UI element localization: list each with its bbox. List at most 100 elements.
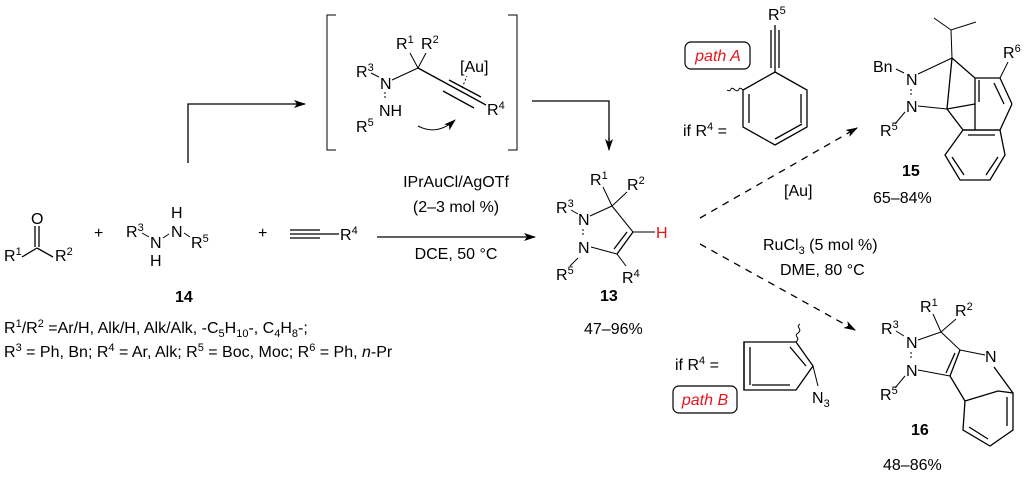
if-r4-text: if R4 = <box>675 355 719 374</box>
bond <box>950 29 953 59</box>
arrow-head <box>845 127 858 137</box>
solvent-temperature: DCE, 50 °C <box>415 246 498 263</box>
five-ring <box>946 56 976 110</box>
r3-label: R3 <box>881 319 899 338</box>
nitrogen-atom: N <box>906 335 918 352</box>
bond <box>141 232 150 238</box>
bond <box>616 231 634 255</box>
alkyne-bond <box>442 90 475 109</box>
bond <box>999 103 1013 131</box>
bond <box>570 209 579 215</box>
nitrogen-atom: N <box>985 349 997 366</box>
nitrogen-atom: N <box>578 240 590 257</box>
bond <box>949 375 966 402</box>
bond <box>36 247 54 258</box>
path-b-badge <box>672 385 738 414</box>
r2-label: R2 <box>627 175 645 194</box>
product-16-structure: R1 R2 R3 N N R5 N 16 48–86% <box>880 297 1014 474</box>
bond <box>999 61 1009 79</box>
path-a-section: path A R5 if R4 = [Au] <box>683 5 812 200</box>
r3-label: R3 <box>556 198 574 217</box>
wavy-bond-icon <box>726 87 744 92</box>
yield-15: 65–84% <box>873 190 932 207</box>
bond <box>613 231 628 250</box>
bond <box>940 331 961 351</box>
bond <box>611 191 628 207</box>
nitrogen-atom: N <box>906 99 918 116</box>
bond <box>895 68 905 74</box>
bond <box>590 246 618 255</box>
benzene-ring <box>742 71 808 146</box>
alkyne-bond <box>417 67 487 106</box>
bond <box>409 52 419 69</box>
oxygen-atom: O <box>31 211 43 228</box>
bond <box>370 72 380 78</box>
compound-15-label: 15 <box>902 163 920 180</box>
r3-label: R3 <box>126 222 144 241</box>
r6-label: R6 <box>1003 43 1021 62</box>
r4-label: R4 <box>622 268 640 287</box>
r1-label: R1 <box>4 246 22 265</box>
substituent-definitions-line1: R1/R2 =Ar/H, Alk/H, Alk/Alk, -C5H10-, C4… <box>4 318 308 340</box>
bond <box>894 111 906 125</box>
compound-16-label: 16 <box>911 422 929 439</box>
bond <box>917 369 951 377</box>
gold-coordination <box>461 75 468 89</box>
bond <box>894 375 906 389</box>
gold-label: [Au] <box>460 59 488 76</box>
yield-13: 47–96% <box>584 321 643 338</box>
plus-sign: + <box>258 225 267 242</box>
arrow-to-product-13 <box>532 100 610 140</box>
r4-label: R4 <box>340 225 358 244</box>
bond <box>993 82 1005 105</box>
r2-label: R2 <box>55 246 73 265</box>
yield-16: 48–86% <box>883 457 942 474</box>
nitrogen-atom: N <box>380 76 392 93</box>
highlighted-hydrogen: H <box>656 225 668 242</box>
bond <box>999 77 1013 105</box>
catalyst-condition: IPrAuCl/AgOTf <box>403 174 509 191</box>
r5-label: R5 <box>768 5 786 24</box>
bond <box>183 232 191 238</box>
r1-label: R1 <box>590 170 608 189</box>
benzene-ring <box>962 390 1014 447</box>
left-bracket <box>326 14 336 151</box>
bond <box>589 205 613 217</box>
nitrogen-atom: N <box>906 72 918 89</box>
arrow-head <box>843 321 856 331</box>
bond <box>949 349 961 377</box>
nitrogen-atom: N <box>906 363 918 380</box>
r2-label: R2 <box>421 34 439 53</box>
r1-label: R1 <box>920 297 938 316</box>
bond <box>993 366 1014 394</box>
compound-13-label: 13 <box>600 288 618 305</box>
curved-arrow <box>417 119 456 131</box>
bond <box>789 346 807 367</box>
hydrogen-atom: H <box>150 253 162 270</box>
bond <box>611 205 634 233</box>
bond <box>968 426 989 440</box>
r2-label: R2 <box>955 301 973 320</box>
catalyst-loading: (2–3 mol %) <box>413 199 499 216</box>
gold-intermediate: R1 R2 R3 N NH R5 [Au] R4 <box>326 14 518 151</box>
bond <box>391 67 419 81</box>
alkyne-structure: R4 <box>290 225 358 244</box>
path-a-badge <box>684 41 751 70</box>
bond <box>932 313 942 333</box>
benzene-ring-azide <box>743 341 814 391</box>
bond <box>162 233 170 239</box>
nitrogen-atom: N <box>171 224 183 241</box>
bond <box>917 105 948 110</box>
nitrogen-atom: N <box>578 212 590 229</box>
bond <box>985 156 999 176</box>
plus-sign: + <box>94 225 103 242</box>
hydrogen-atom: H <box>171 205 183 222</box>
path-b-arrow <box>699 243 856 331</box>
path-a-arrow <box>699 127 858 219</box>
isopropyl-group <box>933 17 977 31</box>
compound-14-label: 14 <box>175 289 193 306</box>
gold-catalyst-label: [Au] <box>784 183 812 200</box>
arrow-to-intermediate <box>187 103 303 163</box>
r3-label: R3 <box>356 62 374 81</box>
alkyne-bond <box>448 79 482 98</box>
